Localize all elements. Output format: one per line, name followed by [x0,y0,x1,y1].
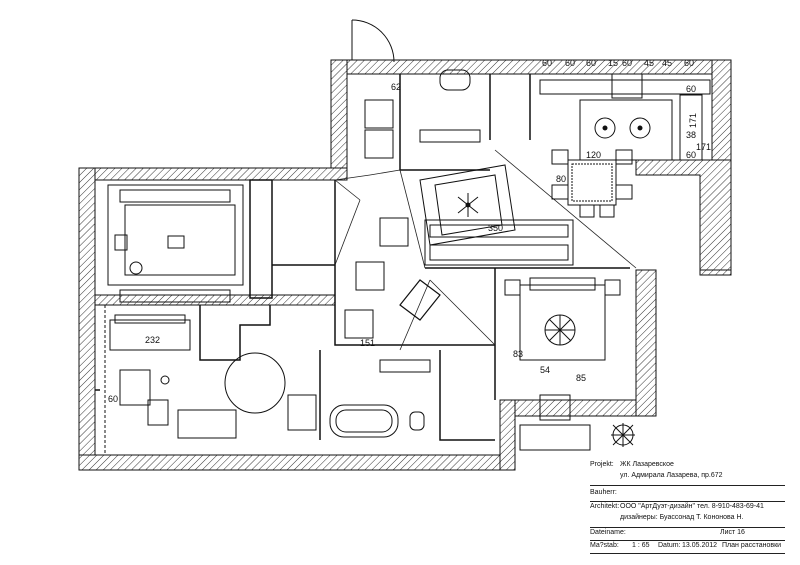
dim-label: 60 [542,58,552,68]
scale-value: 1 : 65 [632,542,650,549]
bedroom-diagonal [399,279,441,321]
dining-table [551,149,633,218]
dim-label: 232 [145,335,160,345]
dim-label: 45 [644,58,654,68]
dim-label: 38 [686,130,696,140]
interior-walls [95,74,630,441]
bathroom-fixtures [329,69,481,438]
bedroom-furniture [504,277,621,451]
architekt-label: Architekt: [590,503,620,510]
kitchen-island [539,73,711,161]
sofa-unit [424,219,574,266]
dim-label: 60 [108,394,118,404]
bauherr-row: Bauherr: [590,485,785,502]
living-room-furniture [107,184,244,303]
dim-label: 171 [696,142,711,152]
dim-label: 60 [686,84,696,94]
projekt-label: Projekt: [590,461,614,468]
dim-label: 60 [684,58,694,68]
dateiname-row: Dateiname: Лист 16 [590,527,785,541]
massstab-label: Ma?stab: [590,542,619,549]
datum-label: Datum: [658,542,681,549]
dim-label: 350 [488,223,503,233]
date-value: 13.05.2012 [682,542,718,549]
dim-label: 60 [686,150,696,160]
dim-label: 62 [391,82,401,92]
dim-label: 151 [360,338,375,348]
projekt-row: Projekt: ЖК Лазаревское ул. Адмирала Лаз… [590,459,785,486]
plan-title: План расстановки [722,542,782,549]
dim-label: 171 [688,113,698,128]
dim-label: 60 [565,58,575,68]
dim-label: 83 [513,349,523,359]
rotated-rug [419,164,516,246]
exterior-walls [78,59,732,471]
corridor-lines [270,149,637,351]
architekt-row: Architekt: ООО "АртДуэт-дизайн" тел. 8-9… [590,501,785,528]
dimension-labels: 60 60 60 15 60 45 45 60 60 171 38 171 60… [108,58,711,404]
massstab-row: Ma?stab: 1 : 65 Datum: 13.05.2012 План р… [590,540,785,554]
title-block: Projekt: ЖК Лазаревское ул. Адмирала Лаз… [590,459,785,559]
dateiname-label: Dateiname: [590,529,626,536]
projekt-line1: ЖК Лазаревское [620,461,674,468]
dim-label: 85 [576,373,586,383]
sheet-number: Лист 16 [720,529,745,536]
projekt-line2: ул. Адмирала Лазарева, пр.672 [620,472,723,479]
architekt-line1: ООО "АртДуэт-дизайн" тел. 8-910-483-69-4… [620,503,764,510]
dim-label: 15 [608,58,618,68]
plant-icon [611,423,635,447]
bauherr-label: Bauherr: [590,489,617,496]
dim-label: 54 [540,365,550,375]
dim-label: 60 [586,58,596,68]
lower-left-furniture [104,305,317,455]
floor-squares [344,99,409,339]
dim-label: 80 [556,174,566,184]
dim-label: 60 [622,58,632,68]
dim-label: 45 [662,58,672,68]
dim-label: 120 [586,150,601,160]
entry-door [351,19,395,63]
architekt-line2: дизайнеры: Буассонад Т. Кононова Н. [620,514,744,521]
